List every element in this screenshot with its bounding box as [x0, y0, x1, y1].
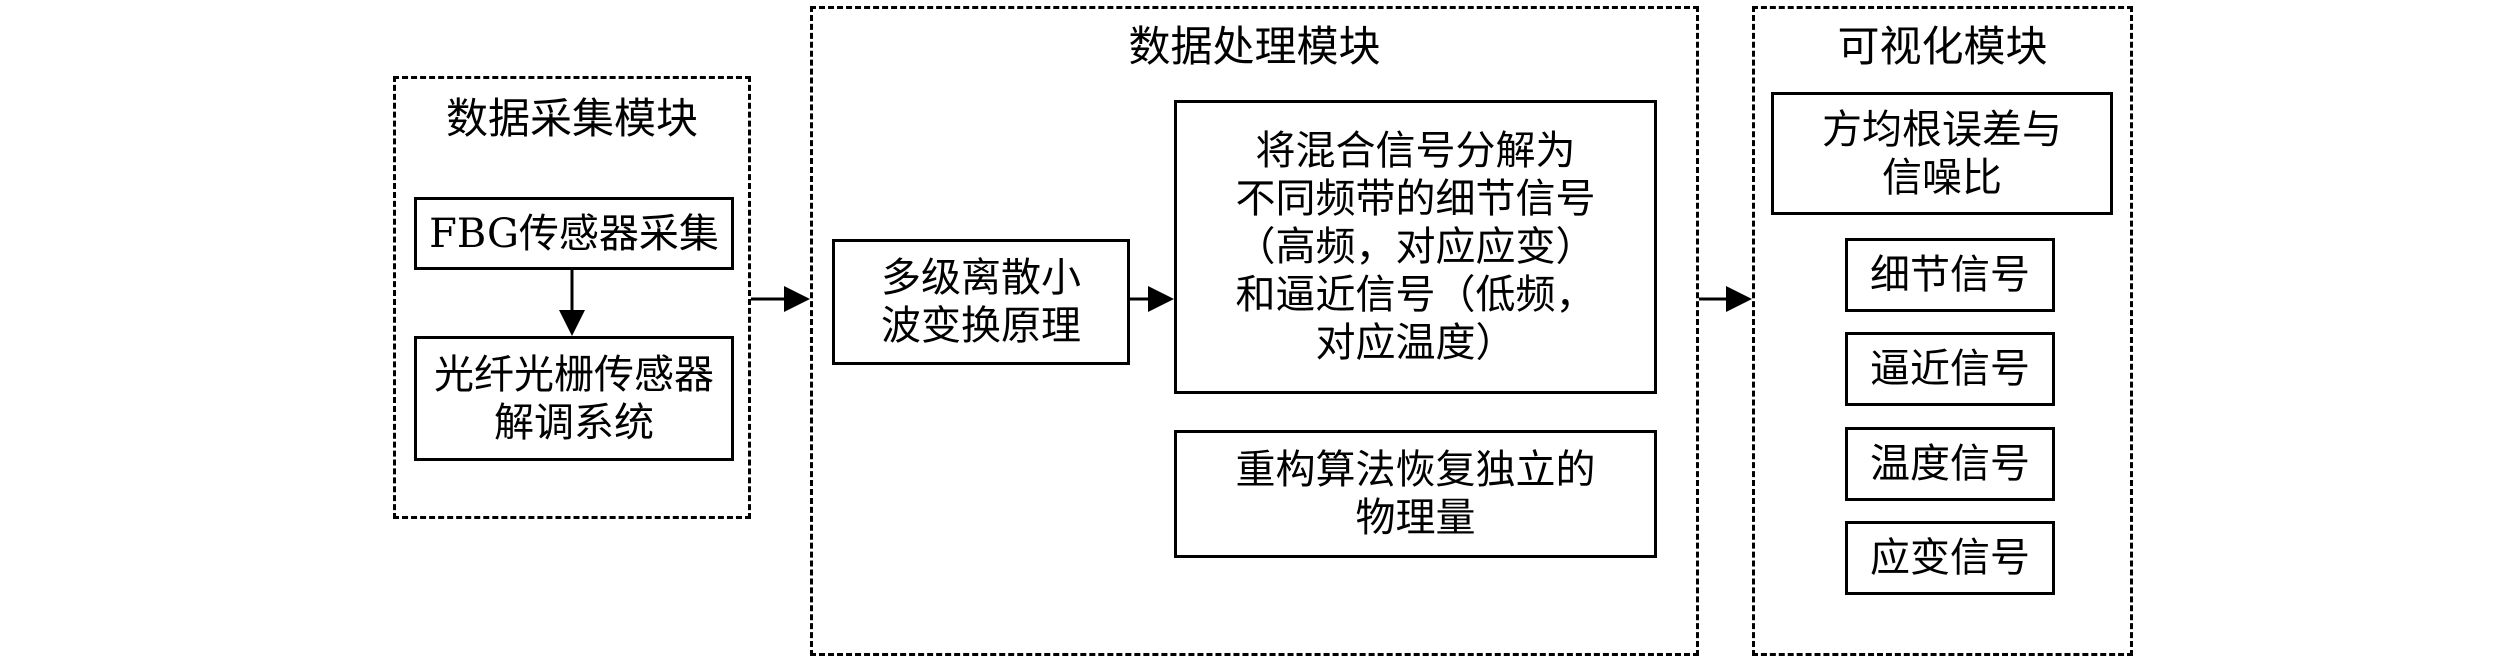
temperature-signal-label: 温度信号	[1870, 441, 2030, 487]
reconstruction-algorithm-box: 重构算法恢复独立的 物理量	[1174, 430, 1657, 558]
fbg-sensor-collection-box: FBG传感器采集	[414, 197, 734, 270]
demodulation-line-2: 解调系统	[494, 399, 654, 446]
approximation-signal-box: 逼近信号	[1845, 332, 2055, 406]
strain-signal-label: 应变信号	[1870, 535, 2030, 581]
processing-title: 数据处理模块	[1128, 22, 1381, 71]
fbg-sensor-collection-label: FBG传感器采集	[429, 210, 719, 257]
dwt-line-2: 波变换原理	[881, 303, 1081, 349]
signal-decomposition-box: 将混合信号分解为 不同频带的细节信号 （高频，对应应变） 和逼近信号（低频， 对…	[1174, 100, 1657, 394]
demodulation-system-box: 光纤光栅传感器 解调系统	[414, 336, 734, 461]
decomposition-line-5: 对应温度）	[1315, 320, 1516, 366]
detail-signal-label: 细节信号	[1870, 252, 2030, 298]
reconstruction-line-2: 物理量	[1355, 495, 1476, 541]
decomposition-line-1: 将混合信号分解为	[1255, 128, 1576, 174]
temperature-signal-box: 温度信号	[1845, 427, 2055, 501]
metrics-line-2: 信噪比	[1882, 154, 2002, 201]
decomposition-line-2: 不同频带的细节信号	[1235, 176, 1596, 222]
strain-signal-box: 应变信号	[1845, 521, 2055, 595]
detail-signal-box: 细节信号	[1845, 238, 2055, 312]
data-acquisition-module: 数据采集模块	[393, 76, 751, 519]
demodulation-line-1: 光纤光栅传感器	[434, 351, 714, 398]
visualization-module: 可视化模块	[1752, 6, 2133, 656]
arrow-collection-to-demodulation	[559, 270, 585, 336]
dwt-line-1: 多级离散小	[881, 255, 1081, 301]
rmse-snr-box: 方均根误差与 信噪比	[1771, 92, 2113, 215]
data-processing-module: 数据处理模块	[810, 6, 1699, 656]
reconstruction-line-1: 重构算法恢复独立的	[1235, 447, 1596, 493]
decomposition-line-4: 和逼近信号（低频，	[1235, 272, 1596, 318]
dwt-principle-box: 多级离散小 波变换原理	[832, 239, 1130, 365]
arrow-dwt-to-decomposition	[1130, 286, 1174, 312]
metrics-line-1: 方均根误差与	[1822, 106, 2062, 153]
acquisition-title: 数据采集模块	[445, 94, 698, 143]
arrow-processing-to-visualization	[1699, 286, 1752, 312]
arrow-acquisition-to-processing	[751, 286, 810, 312]
approximation-signal-label: 逼近信号	[1870, 346, 2030, 392]
visualization-title: 可视化模块	[1837, 22, 2048, 71]
decomposition-line-3: （高频，对应应变）	[1235, 224, 1596, 270]
